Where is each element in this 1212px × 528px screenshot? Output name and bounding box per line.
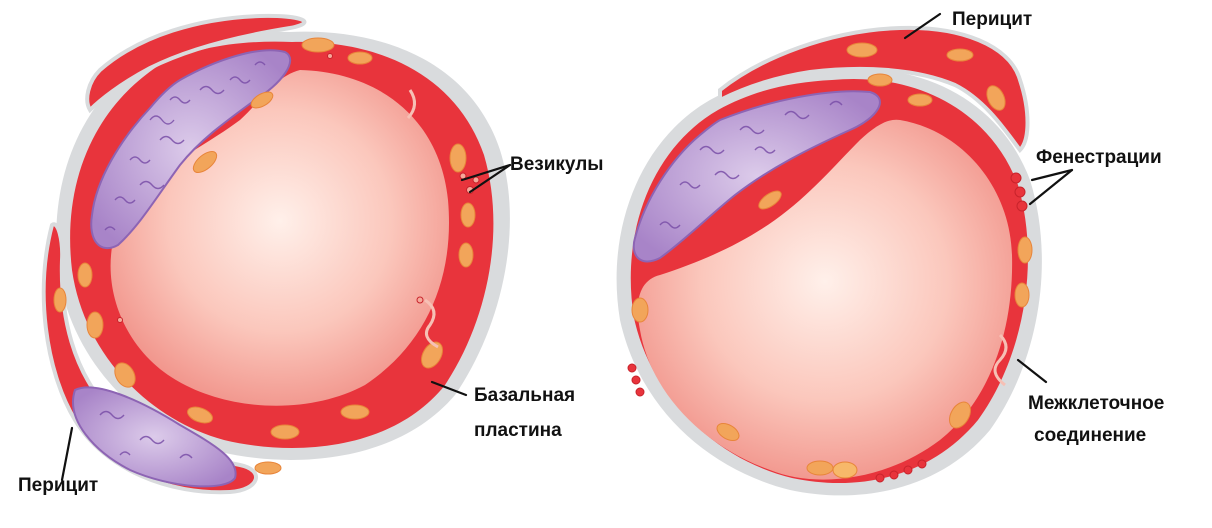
label-basal-lamina-line1: Базальная	[474, 385, 575, 406]
label-fenestrations: Фенестрации	[1036, 147, 1162, 168]
label-intercellular-line2: соединение	[1034, 425, 1146, 446]
label-basal-lamina-line2: пластина	[474, 420, 562, 441]
fenestrated-capillary	[617, 28, 1042, 496]
continuous-capillary	[44, 16, 510, 492]
label-vesicles: Везикулы	[510, 154, 604, 175]
label-pericyte-bottom: Перицит	[18, 475, 98, 496]
label-pericyte-top: Перицит	[952, 9, 1032, 30]
label-intercellular-line1: Межклеточное	[1028, 393, 1164, 414]
